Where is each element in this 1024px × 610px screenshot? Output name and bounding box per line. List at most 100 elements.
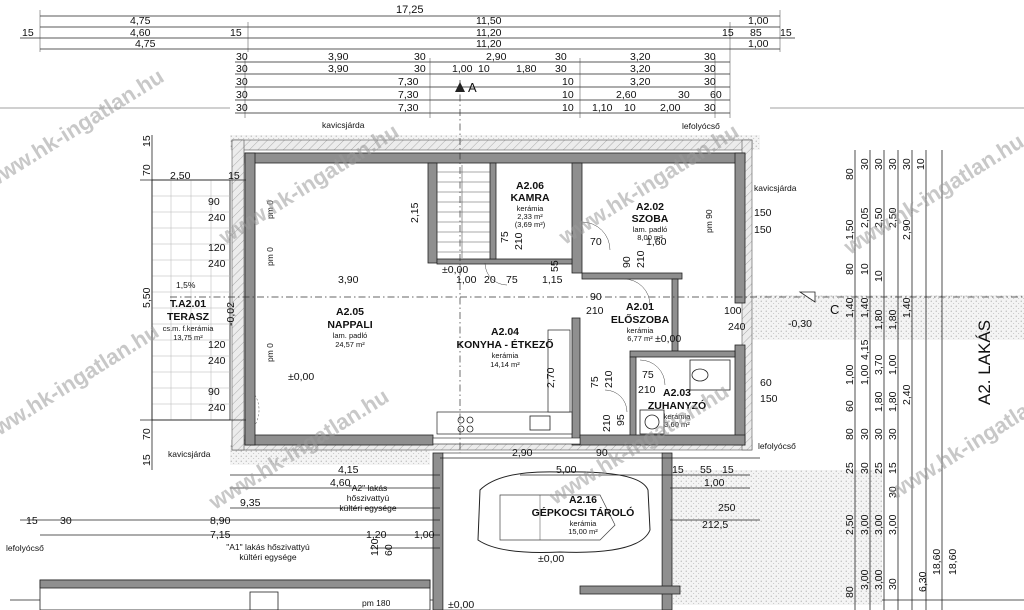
dimR-c6-7: 80 xyxy=(844,586,856,598)
pm0-2: pm 0 xyxy=(265,247,275,266)
dimI-390: 3,90 xyxy=(338,274,359,286)
room-konyha: A2.04 KONYHA - ÉTKEZŐ kerámia 14,14 m² xyxy=(456,326,553,369)
room-kamra: A2.06 KAMRA kerámia 2,33 m² (3,69 m²) xyxy=(510,180,549,229)
dim-row5-3: 30 xyxy=(414,51,426,63)
dimR-c8-3: 30 xyxy=(887,578,899,590)
dim-total: 17,25 xyxy=(396,4,424,16)
dimR-c2-0: 30 xyxy=(859,158,871,170)
lefolyocso-right: lefolyócső xyxy=(758,441,796,451)
room-area: 13,75 m² xyxy=(173,333,203,342)
room-floor: kerámia xyxy=(492,351,520,360)
dim-row5-7: 30 xyxy=(704,51,716,63)
door-swings xyxy=(254,221,666,426)
dim-row2-b: 11,50 xyxy=(476,15,502,27)
dimI-290: 2,90 xyxy=(512,447,533,459)
section-lines xyxy=(170,80,1024,480)
room-floor: cs.m. f.kerámia xyxy=(163,324,215,333)
right-dimension-text: 80 1,50 80 1,40 1,00 60 80 30 2,05 10 1,… xyxy=(844,158,959,598)
dimR-c4-4: 1,80 xyxy=(887,391,899,412)
pm90: pm 90 xyxy=(704,209,714,233)
dim-row3-g: 15 xyxy=(780,27,792,39)
dim-row9-6: 2,00 xyxy=(660,102,681,114)
dimR-c4-3: 1,00 xyxy=(887,354,899,375)
dimI-100c: 1,00 xyxy=(704,477,725,489)
dimL-240c: 240 xyxy=(208,355,226,367)
dimR-c7-3: 18,60 xyxy=(947,549,959,575)
dim-row7-2: 7,30 xyxy=(398,76,419,88)
dimR-c5-3: 2,40 xyxy=(901,384,913,405)
dim-row9-1: 30 xyxy=(236,102,248,114)
dim-row3-a: 15 xyxy=(22,27,34,39)
dimI-60v: 60 xyxy=(383,544,395,556)
dimR-c1-4: 1,00 xyxy=(844,364,856,385)
building-walls xyxy=(231,139,753,451)
room-code: T.A2.01 xyxy=(170,298,206,310)
dimI-115: 1,15 xyxy=(542,274,563,286)
room-name: KONYHA - ÉTKEZŐ xyxy=(456,338,553,351)
dim-row3-f: 85 xyxy=(750,27,762,39)
watermark-4: www.hk-ingatlan.hu xyxy=(839,128,1024,259)
dimR-c8-1: 30 xyxy=(887,486,899,498)
dimI-270: 2,70 xyxy=(545,367,557,388)
pm180: pm 180 xyxy=(362,598,391,608)
dimR-c2-5: 1,00 xyxy=(859,364,871,385)
dim-row5-6: 3,20 xyxy=(630,51,651,63)
dim-row6-6: 1,80 xyxy=(516,63,537,75)
dimR-c5-1: 2,90 xyxy=(901,219,913,240)
room-area: 15,00 m² xyxy=(568,527,598,536)
dimI-75b: 75 xyxy=(499,231,511,243)
room-szoba: A2.02 SZOBA lam. padló 8,00 m² xyxy=(632,201,669,242)
dimR-c4-5: 30 xyxy=(887,428,899,440)
right-dimension-lines xyxy=(854,150,943,610)
dimI-210d: 210 xyxy=(638,384,656,396)
dim-row8-5: 30 xyxy=(678,89,690,101)
room-area: 8,00 m² xyxy=(637,233,663,242)
dimR-c2-3: 1,40 xyxy=(859,297,871,318)
dim-row6-9: 30 xyxy=(704,63,716,75)
lower-dimension-lines xyxy=(20,457,760,549)
room-area: 3,60 m² xyxy=(664,420,690,429)
interior-dimension-text: 2,15 3,90 1,00 20 75 1,15 75 210 55 70 1… xyxy=(26,202,778,556)
dimI-55: 55 xyxy=(700,464,712,476)
dimL-90a: 90 xyxy=(208,196,220,208)
room-code: A2.05 xyxy=(336,306,364,318)
dim-row6-4: 1,00 xyxy=(452,63,473,75)
room-area: 24,57 m² xyxy=(335,340,365,349)
hoszivattyu-a2-line2: hőszivattyú xyxy=(347,493,390,503)
site-boundary xyxy=(0,107,1024,605)
dimR-c7-0: 25 xyxy=(873,462,885,474)
dimR-c6-5: 18,60 xyxy=(931,549,943,575)
dimL-15a: 15 xyxy=(141,135,153,147)
hoszivattyu-a2-line1: "A2" lakás xyxy=(349,483,388,493)
dimI-75c: 75 xyxy=(642,369,654,381)
dimI-715: 7,15 xyxy=(210,529,231,541)
room-code: A2.03 xyxy=(663,387,691,399)
dim-row3-b: 4,60 xyxy=(130,27,151,39)
dimL-70a: 70 xyxy=(141,164,153,176)
kitchen-counter xyxy=(436,329,573,435)
dimR-c1-3: 1,40 xyxy=(844,297,856,318)
room-area: 14,14 m² xyxy=(490,360,520,369)
dimR-c3-6: 30 xyxy=(873,428,885,440)
dimI-890: 8,90 xyxy=(210,515,231,527)
dim-row5-4: 2,90 xyxy=(486,51,507,63)
dim-row4-a: 4,75 xyxy=(135,38,156,50)
dimL-250: 2,50 xyxy=(170,170,191,182)
dim-row6-5: 10 xyxy=(478,63,490,75)
dim-row9-7: 30 xyxy=(704,102,716,114)
dimR-c6-6: 6,30 xyxy=(917,571,929,592)
dimL-240b: 240 xyxy=(208,258,226,270)
dimR-c2-4: 4,15 xyxy=(859,339,871,360)
dim-row4-c: 1,00 xyxy=(748,38,769,50)
dim-row5-1: 30 xyxy=(236,51,248,63)
dimL-15b: 15 xyxy=(228,170,240,182)
dimI-210a: 210 xyxy=(513,232,525,250)
dimI-30: 30 xyxy=(60,515,72,527)
dimR-c3-4: 3,70 xyxy=(873,354,885,375)
dimI-95: 95 xyxy=(615,414,627,426)
dimR-c3-5: 1,80 xyxy=(873,391,885,412)
kavicsjarda-bottom: kavicsjárda xyxy=(168,449,211,459)
lower-apartment-outline xyxy=(39,579,681,610)
room-zuhanyzo: A2.03 ZUHANYZÓ kerámia 3,60 m² xyxy=(648,387,706,429)
dimR-c5-4: 10 xyxy=(915,158,927,170)
